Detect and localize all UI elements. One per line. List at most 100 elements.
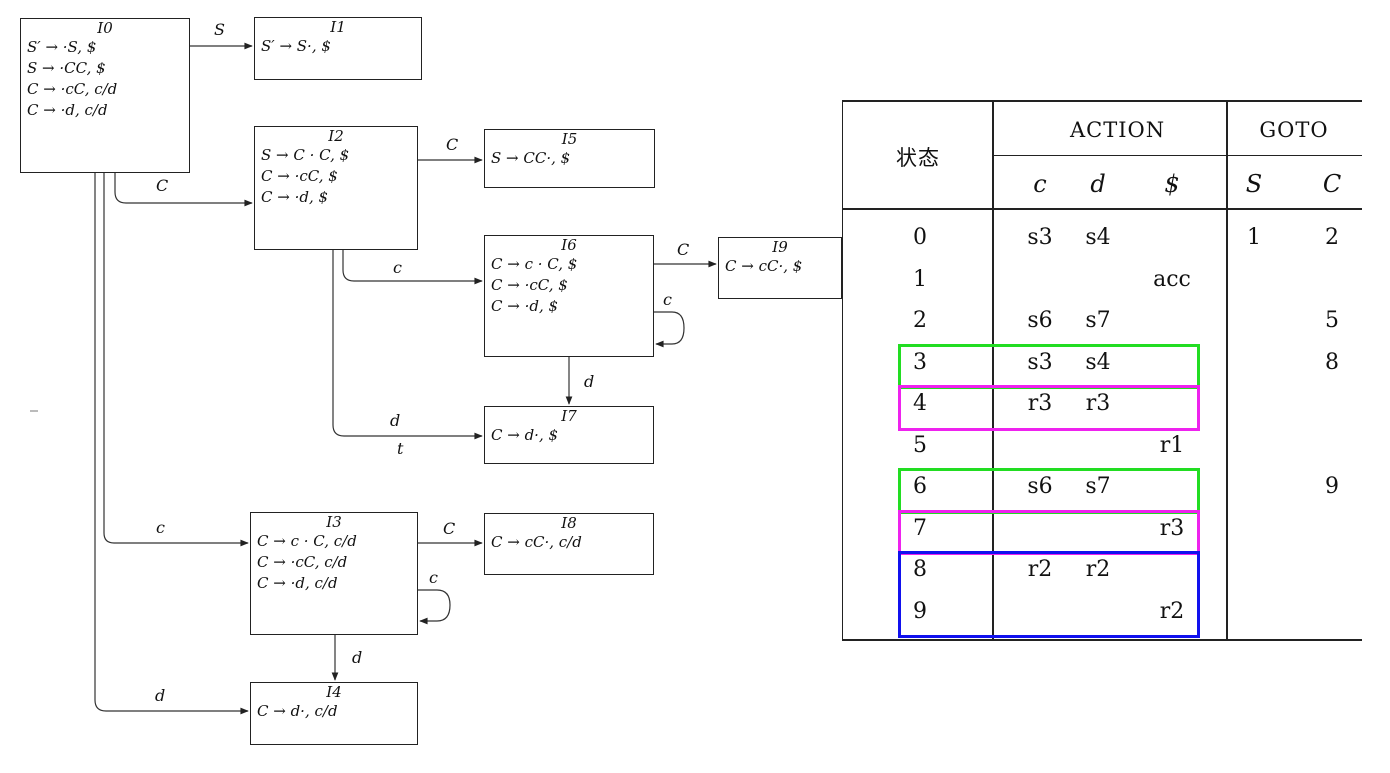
state-title-I6: I6 bbox=[561, 236, 577, 254]
lr-item: C → cC·, c/d bbox=[491, 533, 582, 551]
row-highlight-2 bbox=[898, 468, 1200, 514]
edge-label-I2-I7: d bbox=[390, 411, 401, 430]
action-cell-d: s4 bbox=[1085, 225, 1111, 250]
lr-item: C → d·, $ bbox=[491, 426, 559, 444]
edge-label-I0-I4: d bbox=[155, 686, 166, 705]
state-title-I8: I8 bbox=[561, 514, 577, 532]
edge-I6-loop bbox=[654, 311, 685, 348]
lr-item: C → c · C, $ bbox=[491, 255, 578, 273]
goto-symbol-0: S bbox=[1245, 170, 1263, 198]
state-title-I1: I1 bbox=[330, 18, 346, 36]
table-divider-goto bbox=[1226, 100, 1228, 641]
goto-header: GOTO bbox=[1259, 118, 1329, 142]
edge-I2-I7 bbox=[332, 250, 483, 440]
edge-label-I2-I6: c bbox=[393, 258, 402, 277]
lr-item: S′ → S·, $ bbox=[261, 37, 331, 55]
state-title-I4: I4 bbox=[326, 683, 342, 701]
row-highlight-1 bbox=[898, 385, 1200, 431]
lr-item: C → ·d, $ bbox=[261, 188, 329, 206]
goto-symbol-1: C bbox=[1322, 170, 1342, 198]
state-number: 4 bbox=[913, 391, 927, 416]
edge-label-I0-I1: S bbox=[214, 20, 225, 39]
goto-cell-S: 1 bbox=[1247, 225, 1261, 250]
state-number: 7 bbox=[913, 515, 927, 541]
edge-I0-I4 bbox=[94, 172, 249, 715]
action-cell-c: s6 bbox=[1027, 308, 1053, 333]
lr-item: C → ·cC, c/d bbox=[257, 553, 348, 571]
state-number: 9 bbox=[913, 598, 927, 624]
state-number: 8 bbox=[913, 557, 927, 582]
edge-label-I0-I2: C bbox=[156, 176, 169, 195]
state-number: 2 bbox=[913, 308, 927, 333]
edge-label-I3-loop: c bbox=[429, 568, 438, 587]
action-cell-dollar: r1 bbox=[1159, 432, 1185, 458]
state-number: 5 bbox=[913, 432, 927, 458]
state-number: 1 bbox=[913, 266, 927, 292]
edge-label-I0-I3: c bbox=[156, 518, 165, 537]
row-highlight-4 bbox=[898, 551, 1200, 638]
table-subheader-rule bbox=[992, 155, 1362, 156]
lr-item: S → C · C, $ bbox=[261, 146, 350, 164]
table-left-edge bbox=[842, 100, 843, 641]
action-cell-c: r3 bbox=[1027, 391, 1053, 416]
stray-mark: t bbox=[397, 439, 404, 458]
state-title-I3: I3 bbox=[326, 513, 342, 531]
state-title-I9: I9 bbox=[772, 238, 788, 256]
state-number: 0 bbox=[913, 225, 927, 250]
lr-item: C → ·d, c/d bbox=[257, 574, 338, 592]
lr-item: C → ·cC, $ bbox=[491, 276, 568, 294]
state-header: 状态 bbox=[896, 146, 940, 170]
row-highlight-0 bbox=[898, 343, 1200, 389]
action-cell-dollar: acc bbox=[1153, 266, 1191, 292]
action-cell-dollar: r3 bbox=[1159, 515, 1185, 541]
goto-cell-C: 2 bbox=[1325, 225, 1339, 250]
table-header-rule bbox=[842, 208, 1362, 210]
edge-label-I2-I5: C bbox=[446, 135, 459, 154]
edge-I0-I2 bbox=[114, 172, 253, 207]
action-cell-d: r3 bbox=[1085, 391, 1111, 416]
state-title-I2: I2 bbox=[328, 127, 344, 145]
edge-I2-I6 bbox=[342, 250, 483, 285]
state-title-I7: I7 bbox=[561, 407, 577, 425]
state-number: 3 bbox=[913, 349, 927, 375]
action-symbol-2: $ bbox=[1164, 170, 1180, 198]
lr-item: C → ·d, $ bbox=[491, 297, 559, 315]
goto-cell-C: 5 bbox=[1325, 308, 1339, 333]
action-cell-c: s6 bbox=[1027, 474, 1053, 499]
state-number: 6 bbox=[913, 474, 927, 499]
action-header: ACTION bbox=[1070, 118, 1166, 142]
edge-label-I6-I7: d bbox=[584, 372, 595, 391]
row-highlight-3 bbox=[898, 509, 1200, 555]
action-cell-d: s7 bbox=[1085, 474, 1111, 499]
edge-label-I6-I9: C bbox=[677, 240, 690, 259]
lr-item: C → c · C, c/d bbox=[257, 532, 357, 550]
action-cell-c: s3 bbox=[1027, 225, 1053, 250]
action-cell-d: s4 bbox=[1085, 349, 1111, 375]
parsing-table: 状态 ACTION GOTO c d $ S C 0 s3 s4 1 2 1 acc 2 s6 s7 5 3 s3 s4 8… bbox=[842, 100, 1362, 641]
action-cell-dollar: r2 bbox=[1159, 598, 1185, 624]
edge-label-I3-I4: d bbox=[352, 648, 363, 667]
action-cell-c: s3 bbox=[1027, 349, 1053, 375]
action-symbol-1: d bbox=[1090, 170, 1106, 198]
state-title-I5: I5 bbox=[561, 130, 578, 148]
edge-I3-loop bbox=[418, 589, 451, 625]
lr-item: C → cC·, $ bbox=[725, 257, 803, 275]
state-title-I0: I0 bbox=[97, 19, 113, 37]
lr-item: C → ·cC, $ bbox=[261, 167, 338, 185]
lr-item: C → ·cC, c/d bbox=[27, 80, 118, 98]
action-cell-d: r2 bbox=[1085, 557, 1111, 582]
table-top-rule bbox=[842, 100, 1362, 102]
lr-item: C → d·, c/d bbox=[257, 702, 338, 720]
table-divider-state bbox=[992, 100, 994, 641]
goto-cell-C: 9 bbox=[1325, 474, 1339, 499]
action-symbol-0: c bbox=[1033, 170, 1047, 198]
